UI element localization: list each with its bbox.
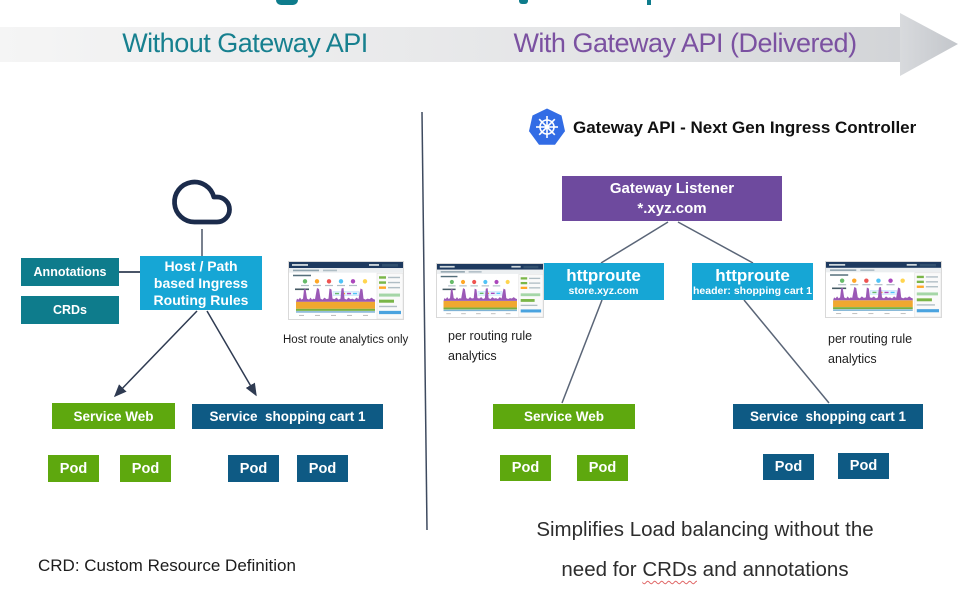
summary-text: Simplifies Load balancing without the ne… xyxy=(455,518,955,582)
right-analytics-caption: per routing rule analytics xyxy=(828,329,912,369)
httproute-header-box: httproute header: shopping cart 1 xyxy=(692,263,813,300)
service-web-box-left: Service Web xyxy=(52,403,175,429)
mid-analytics-caption: per routing rule analytics xyxy=(448,326,532,366)
annotations-label: Annotations xyxy=(33,265,107,279)
httproute-store-box: httproute store.xyz.com xyxy=(543,263,664,300)
listener-line: *.xyz.com xyxy=(637,199,707,217)
analytics-dashboard-thumbnail xyxy=(825,261,942,318)
pod-box: Pod xyxy=(297,455,348,482)
summary-crds-word: CRDs xyxy=(642,558,697,581)
gateway-api-heading: Gateway API - Next Gen Ingress Controlle… xyxy=(573,118,917,137)
ingress-routing-rules-box: Host / Path based Ingress Routing Rules xyxy=(140,256,262,310)
pod-label: Pod xyxy=(59,460,88,477)
cropped-title-fragment xyxy=(276,0,298,5)
pod-box: Pod xyxy=(48,455,99,482)
crds-box: CRDs xyxy=(21,296,119,324)
center-divider-line xyxy=(421,111,428,531)
crd-definition-footnote: CRD: Custom Resource Definition xyxy=(38,556,296,575)
caption-line: per routing rule xyxy=(448,329,533,343)
service-shopping-cart-box-right: Service shopping cart 1 xyxy=(733,404,923,429)
pod-box: Pod xyxy=(763,454,814,480)
service-cart-label: Service shopping cart 1 xyxy=(209,409,366,424)
analytics-dashboard-thumbnail xyxy=(436,263,544,318)
analytics-dashboard-thumbnail xyxy=(288,261,404,320)
internet-cloud-icon xyxy=(172,179,232,225)
caption-line: analytics xyxy=(448,349,497,363)
timeline-arrow-banner xyxy=(0,13,958,76)
httproute-title: httproute xyxy=(566,266,641,285)
heading-with-gateway-api: With Gateway API (Delivered) xyxy=(513,28,857,58)
listener-line: Gateway Listener xyxy=(609,179,735,197)
service-web-box-right: Service Web xyxy=(493,404,635,429)
caption-line: analytics xyxy=(828,352,877,366)
summary-line: Simplifies Load balancing without the xyxy=(536,518,874,541)
pod-label: Pod xyxy=(511,460,540,476)
pod-label: Pod xyxy=(308,460,337,477)
pod-box: Pod xyxy=(120,455,171,482)
pod-box: Pod xyxy=(228,455,279,482)
crds-label: CRDs xyxy=(52,303,88,317)
summary-text-segment: need for xyxy=(561,558,643,581)
pod-box: Pod xyxy=(577,455,628,481)
pod-box: Pod xyxy=(838,453,889,479)
ingress-line: Routing Rules xyxy=(153,291,249,308)
kubernetes-icon xyxy=(529,108,565,145)
pod-label: Pod xyxy=(774,459,803,475)
service-web-label: Service Web xyxy=(73,408,154,424)
gateway-listener-box: Gateway Listener *.xyz.com xyxy=(562,176,782,221)
pod-label: Pod xyxy=(849,458,878,474)
httproute-title: httproute xyxy=(715,266,790,285)
cropped-title-fragment xyxy=(519,0,528,4)
cropped-title-fragment xyxy=(647,0,651,5)
ingress-line: Host / Path xyxy=(164,257,238,274)
left-analytics-caption: Host route analytics only xyxy=(283,334,409,346)
service-web-label: Service Web xyxy=(523,409,605,424)
pod-box: Pod xyxy=(500,455,551,481)
ingress-line: based Ingress xyxy=(153,274,249,291)
pod-label: Pod xyxy=(131,460,160,477)
httproute-subtitle: header: shopping cart 1 xyxy=(692,285,813,297)
summary-text-segment: and annotations xyxy=(696,558,849,581)
pod-label: Pod xyxy=(588,460,617,476)
annotations-box: Annotations xyxy=(21,258,119,286)
heading-without-gateway-api: Without Gateway API xyxy=(122,28,368,58)
summary-line: need for CRDs and annotations xyxy=(455,558,955,582)
httproute-subtitle: store.xyz.com xyxy=(568,285,639,297)
service-cart-label: Service shopping cart 1 xyxy=(749,409,907,424)
service-shopping-cart-box-left: Service shopping cart 1 xyxy=(192,404,383,429)
caption-line: per routing rule xyxy=(828,332,913,346)
pod-label: Pod xyxy=(239,460,268,477)
